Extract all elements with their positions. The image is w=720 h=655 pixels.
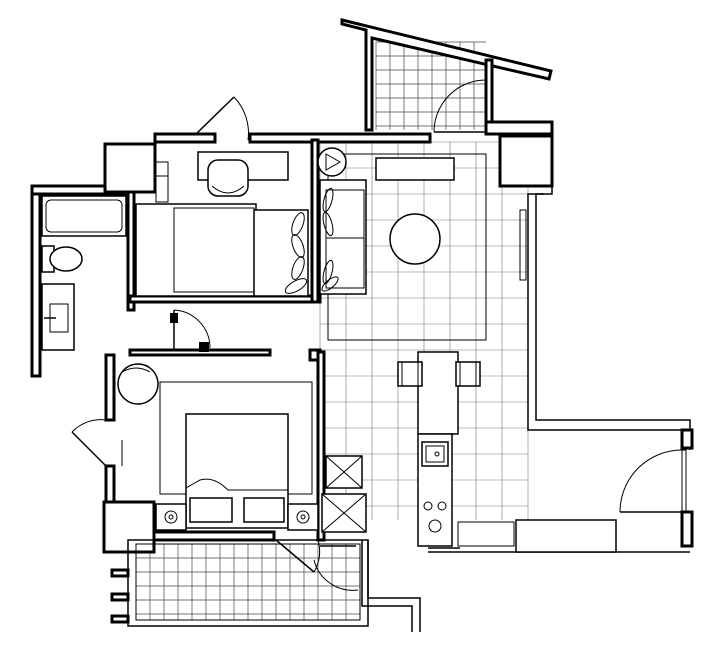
top-wall-left [153,132,217,144]
entry-door [619,449,687,513]
study-door-swing [233,96,249,141]
shoe-cabinet [515,519,617,553]
bathroom-outer-wall [30,184,42,378]
bedroom [71,363,359,591]
balcony-rail-3 [110,614,130,624]
bottom-wall-1 [152,530,276,542]
walls [30,18,694,632]
tv-console [375,157,455,181]
daybed [135,203,257,297]
kitchen [321,351,617,553]
sofa-plants [321,187,339,292]
top-balcony-parapet [340,18,553,132]
bedroom-door-leaf [71,431,107,467]
nightstand-right [287,503,319,531]
bookshelf [253,209,309,297]
vanity [41,283,75,351]
bottom-balcony-inner [135,543,361,621]
bathroom [41,195,127,351]
balcony-rail-2 [110,592,130,602]
pillow-left [189,497,233,523]
kitchen-bottom-wall [367,540,421,632]
right-wall-inner [527,193,683,450]
coffee-table [389,213,441,265]
stove [423,501,447,533]
armchair [117,363,159,405]
partition-wall-2 [310,138,320,304]
pillar-top-left [103,142,157,194]
partition-wall-1 [128,294,322,304]
right-wall-outer [535,186,691,450]
plant-leaves [284,212,308,294]
dining-table [417,351,459,435]
entry-right-pillar-2 [680,428,694,450]
pillar-top-right [498,134,554,188]
balcony-rail-1 [110,568,130,578]
top-wall-right [484,120,554,136]
bathtub [41,195,127,237]
study-room [135,96,309,352]
study-door-leaf [195,96,235,135]
bedroom-left-wall [104,353,116,422]
right-window-frame [519,209,527,281]
top-balcony-door [433,79,487,133]
round-side-table [317,147,347,177]
pillow-right [243,497,285,523]
top-wall-mid [248,132,432,144]
kitchen-bottom-wall-2 [361,540,413,632]
desk-chair [207,159,249,197]
sofa [319,179,367,295]
bedroom-left-wall-2 [104,464,116,508]
bottom-balcony-door-leaf [275,539,315,573]
toilet-bowl [49,246,83,272]
bottom-balcony-tiles [135,543,361,620]
living-room [317,147,487,341]
bathroom-right-wall [126,184,136,312]
entry-right-pillar [680,510,694,548]
nightstand-left [155,503,187,531]
